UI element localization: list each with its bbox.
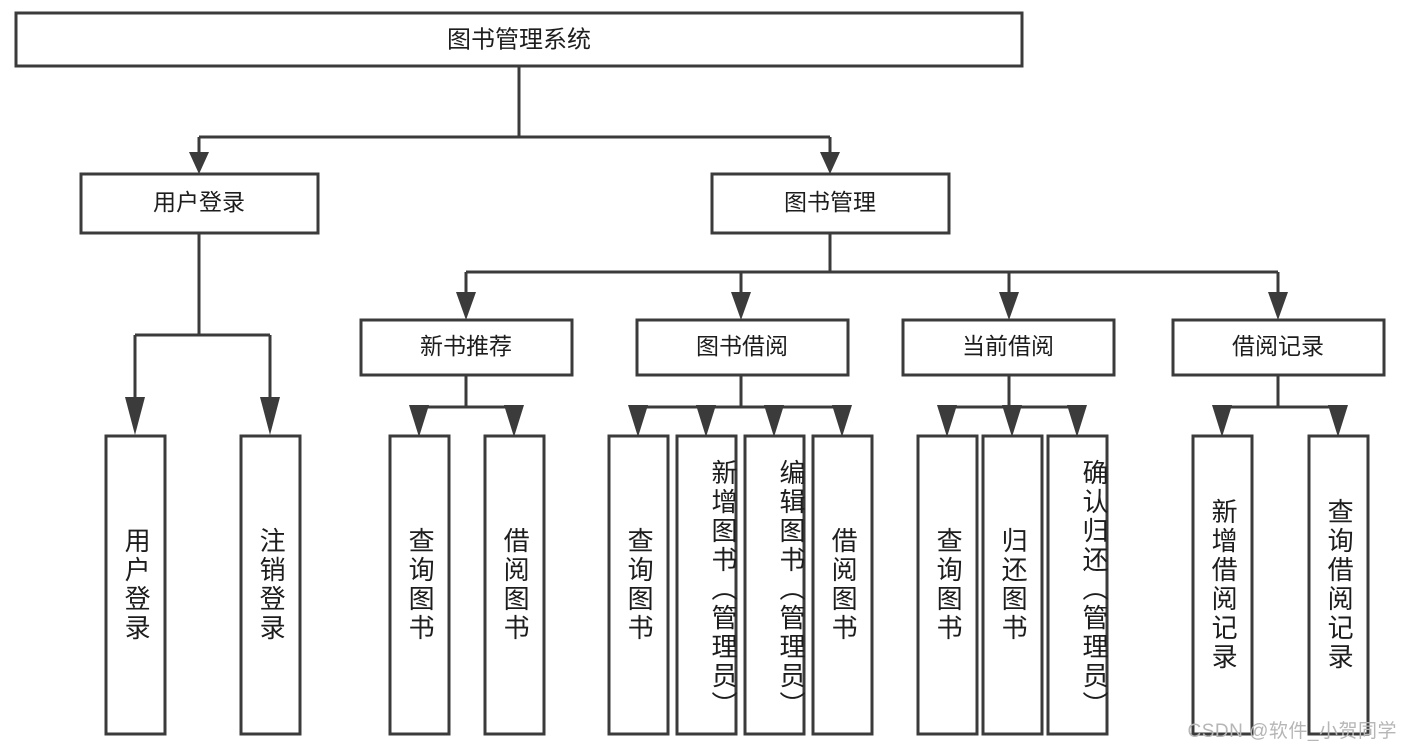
leaf-user-login-1-box[interactable]: [104, 434, 167, 736]
leaf-current-1-box[interactable]: [916, 434, 979, 736]
leaf-borrow-2-box[interactable]: [675, 434, 738, 736]
leaf-current-2-box[interactable]: [981, 434, 1044, 736]
node-current-borrow-label: 当前借阅: [962, 333, 1054, 359]
leaf-borrow-3-box[interactable]: [743, 434, 806, 736]
arrowhead-recommend-leaf-1: [409, 405, 429, 437]
arrowhead-record-leaf-1: [1212, 405, 1232, 437]
node-root-label: 图书管理系统: [447, 26, 591, 53]
arrowhead-level2-3: [999, 292, 1019, 320]
leaf-current-3-box[interactable]: [1046, 434, 1109, 736]
node-layer: 图书管理系统 用户登录 图书管理 新书推荐 图书借阅 当前借阅 借阅记录: [14, 11, 1386, 736]
leaf-record-1-box[interactable]: [1191, 434, 1254, 736]
node-new-book-recommend-box[interactable]: [359, 318, 574, 377]
arrowhead-borrow-leaf-1: [628, 405, 648, 437]
csdn-watermark: CSDN @软件_小贺同学: [1187, 721, 1397, 742]
arrowhead-current-leaf-1: [937, 405, 957, 437]
node-book-manage-box[interactable]: [710, 172, 951, 235]
arrowhead-current-leaf-3: [1067, 405, 1087, 437]
node-current-borrow-box[interactable]: [901, 318, 1116, 377]
node-borrow-record-label: 借阅记录: [1232, 333, 1324, 359]
arrowhead-recommend-leaf-2: [504, 405, 524, 437]
arrowhead-borrow-leaf-3: [764, 405, 784, 437]
arrowhead-book-manage: [820, 152, 840, 174]
arrowhead-user-login: [189, 152, 209, 174]
arrowhead-level2-2: [731, 292, 751, 320]
node-new-book-recommend-label: 新书推荐: [420, 333, 512, 359]
arrowhead-userlogin-leaf-2: [260, 397, 280, 435]
arrowhead-layer: [125, 152, 1348, 437]
leaf-borrow-1-box[interactable]: [607, 434, 670, 736]
node-book-borrow-box[interactable]: [635, 318, 850, 377]
leaf-record-2-box[interactable]: [1307, 434, 1370, 736]
leaf-recommend-2-box[interactable]: [483, 434, 546, 736]
arrowhead-userlogin-leaf-1: [125, 397, 145, 435]
node-borrow-record-box[interactable]: [1171, 318, 1386, 377]
node-book-borrow-label: 图书借阅: [696, 333, 788, 359]
arrowhead-level2-1: [456, 292, 476, 320]
node-book-manage-label: 图书管理: [784, 189, 876, 215]
arrowhead-level2-4: [1268, 292, 1288, 320]
leaf-recommend-1-box[interactable]: [388, 434, 451, 736]
arrowhead-borrow-leaf-4: [832, 405, 852, 437]
arrowhead-borrow-leaf-2: [696, 405, 716, 437]
arrowhead-current-leaf-2: [1002, 405, 1022, 437]
node-user-login-label: 用户登录: [153, 189, 245, 215]
leaf-user-login-2-box[interactable]: [239, 434, 302, 736]
arrowhead-record-leaf-2: [1328, 405, 1348, 437]
leaf-borrow-4-box[interactable]: [811, 434, 874, 736]
node-root-box[interactable]: [14, 11, 1024, 68]
node-user-login-box[interactable]: [79, 172, 320, 235]
